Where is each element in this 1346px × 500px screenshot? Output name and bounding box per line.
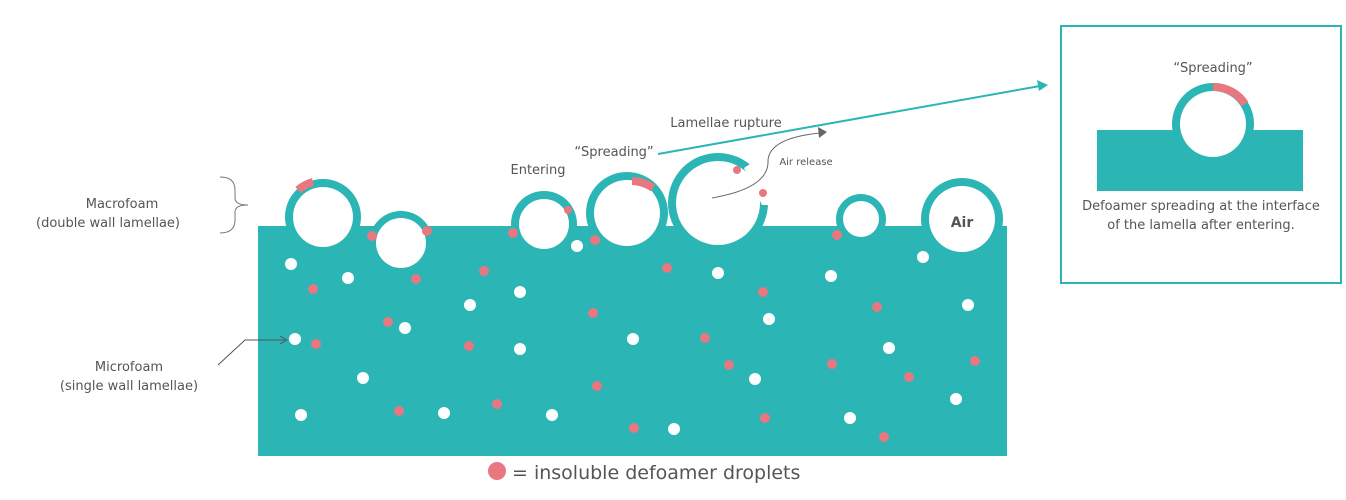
inset-title: “Spreading”	[1173, 61, 1252, 76]
microfoam-bubble	[571, 240, 583, 252]
defoamer-droplet	[724, 360, 734, 370]
defoamer-droplet	[904, 372, 914, 382]
microfoam-bubble	[514, 286, 526, 298]
defoamer-droplet	[422, 226, 432, 236]
foam-bubble	[285, 179, 361, 255]
microfoam-bubble	[357, 372, 369, 384]
defoamer-droplet	[367, 231, 377, 241]
air-release-arrow	[711, 132, 821, 199]
defoamer-droplet	[760, 413, 770, 423]
microfoam-bubble	[514, 343, 526, 355]
microfoam-bubble	[917, 251, 929, 263]
defoamer-droplet	[592, 381, 602, 391]
foam-bubble	[511, 191, 577, 257]
air-label: Air	[951, 215, 974, 231]
macrofoam-sublabel: (double wall lamellae)	[36, 216, 180, 231]
microfoam-bubble	[950, 393, 962, 405]
droplet-layer	[285, 226, 980, 442]
rupturing-bubble	[668, 150, 790, 253]
defoamer-droplet	[879, 432, 889, 442]
defoamer-droplet	[662, 263, 672, 273]
defoamer-droplet	[479, 266, 489, 276]
microfoam-sublabel: (single wall lamellae)	[60, 379, 198, 394]
macrofoam-brace	[219, 176, 249, 234]
microfoam-bubble	[749, 373, 761, 385]
microfoam-bubble	[712, 267, 724, 279]
inset-defoamer-lens	[1212, 83, 1249, 107]
defoamer-droplet	[492, 399, 502, 409]
foam-bubble	[369, 211, 433, 275]
microfoam-bubble	[289, 333, 301, 345]
defoamer-droplet	[827, 359, 837, 369]
macrofoam-bubbles	[285, 150, 1003, 275]
inset-caption-line2: of the lamella after entering.	[1107, 218, 1295, 233]
legend-text: = insoluble defoamer droplets	[512, 462, 800, 484]
entering-label: Entering	[511, 163, 566, 178]
defoamer-droplet	[308, 284, 318, 294]
microfoam-bubble	[285, 258, 297, 270]
macrofoam-label: Macrofoam	[86, 197, 159, 212]
microfoam-bubble	[342, 272, 354, 284]
defoamer-droplet	[508, 228, 518, 238]
microfoam-bubble	[825, 270, 837, 282]
spreading-arrow	[657, 85, 1041, 155]
defoamer-droplet	[464, 341, 474, 351]
defoamer-droplet	[411, 274, 421, 284]
microfoam-bubble	[464, 299, 476, 311]
microfoam-bubble	[883, 342, 895, 354]
defoamer-droplet	[394, 406, 404, 416]
microfoam-label: Microfoam	[95, 360, 163, 375]
defoamer-droplet	[758, 287, 768, 297]
defoamer-droplet	[872, 302, 882, 312]
microfoam-bubble	[546, 409, 558, 421]
microfoam-bubble	[627, 333, 639, 345]
microfoam-bubble	[399, 322, 411, 334]
defoamer-droplet	[311, 339, 321, 349]
defoamer-on-lamellae	[295, 166, 767, 214]
microfoam-bubble	[668, 423, 680, 435]
microfoam-pointer	[217, 339, 285, 366]
legend-droplet-icon	[488, 462, 506, 480]
defoamer-droplet	[629, 423, 639, 433]
defoamer-droplet	[700, 333, 710, 343]
microfoam-bubble	[844, 412, 856, 424]
air-release-label: Air release	[779, 157, 832, 168]
defoamer-droplet	[383, 317, 393, 327]
foam-bubble	[586, 172, 668, 254]
microfoam-bubble	[962, 299, 974, 311]
microfoam-bubble	[438, 407, 450, 419]
lamellae-rupture-label: Lamellae rupture	[670, 116, 781, 131]
microfoam-bubble	[295, 409, 307, 421]
air-bubble	[921, 178, 1003, 260]
defoamer-droplet	[588, 308, 598, 318]
inset-bubble-air	[1180, 91, 1246, 157]
defoamer-droplet	[970, 356, 980, 366]
inset-panel: “Spreading” Defoamer spreading at the in…	[1060, 25, 1342, 284]
defoamer-droplet	[832, 230, 842, 240]
defoamer-droplet	[590, 235, 600, 245]
microfoam-bubble	[763, 313, 775, 325]
inset-caption-line1: Defoamer spreading at the interface	[1082, 199, 1320, 214]
foam-bubble	[836, 194, 886, 244]
spreading-label: “Spreading”	[574, 145, 653, 160]
